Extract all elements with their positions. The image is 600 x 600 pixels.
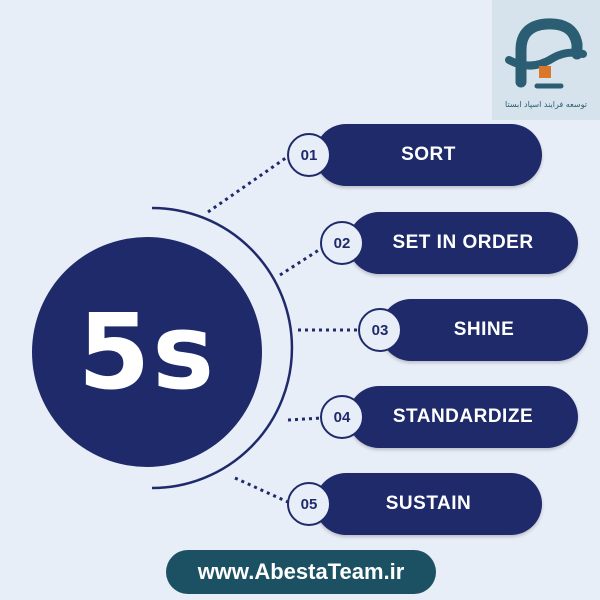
step-standardize: STANDARDIZE 04 [320,386,578,448]
connector-02 [279,246,323,277]
website-link[interactable]: www.AbestaTeam.ir [166,550,436,594]
step-set-in-order: SET IN ORDER 02 [320,212,578,274]
connector-01 [207,153,291,214]
step-pill: SORT [315,124,542,186]
step-number: 05 [300,495,318,513]
step-sustain: SUSTAIN 05 [287,473,542,535]
five-s-label: 5s [77,291,217,413]
step-number-badge: 02 [320,221,364,265]
step-shine: SHINE 03 [358,299,588,361]
step-number: 04 [333,408,351,426]
step-pill: SUSTAIN [315,473,542,535]
step-label: STANDARDIZE [392,406,534,427]
logo-caption: توسعه فرایند اسپاد ابستا [505,100,587,109]
step-number-badge: 04 [320,395,364,439]
connector-05 [234,476,291,505]
step-number: 02 [333,234,351,252]
step-pill: STANDARDIZE [348,386,578,448]
outer-arc [151,206,294,490]
five-s-circle: 5s [32,237,262,467]
step-pill: SET IN ORDER [348,212,578,274]
step-label: SHINE [453,319,515,340]
step-label: SUSTAIN [385,493,472,514]
step-number-badge: 01 [287,133,331,177]
step-pill: SHINE [380,299,588,361]
step-number: 01 [300,146,318,164]
step-number-badge: 03 [358,308,402,352]
step-sort: SORT 01 [287,124,542,186]
step-number-badge: 05 [287,482,331,526]
website-url[interactable]: www.AbestaTeam.ir [197,559,405,584]
step-number: 03 [371,321,389,339]
abesta-logo-icon [505,18,587,89]
brand-logo: توسعه فرایند اسپاد ابستا [492,0,600,120]
step-label: SORT [401,144,456,165]
connector-04 [287,416,323,422]
step-label: SET IN ORDER [392,232,534,253]
